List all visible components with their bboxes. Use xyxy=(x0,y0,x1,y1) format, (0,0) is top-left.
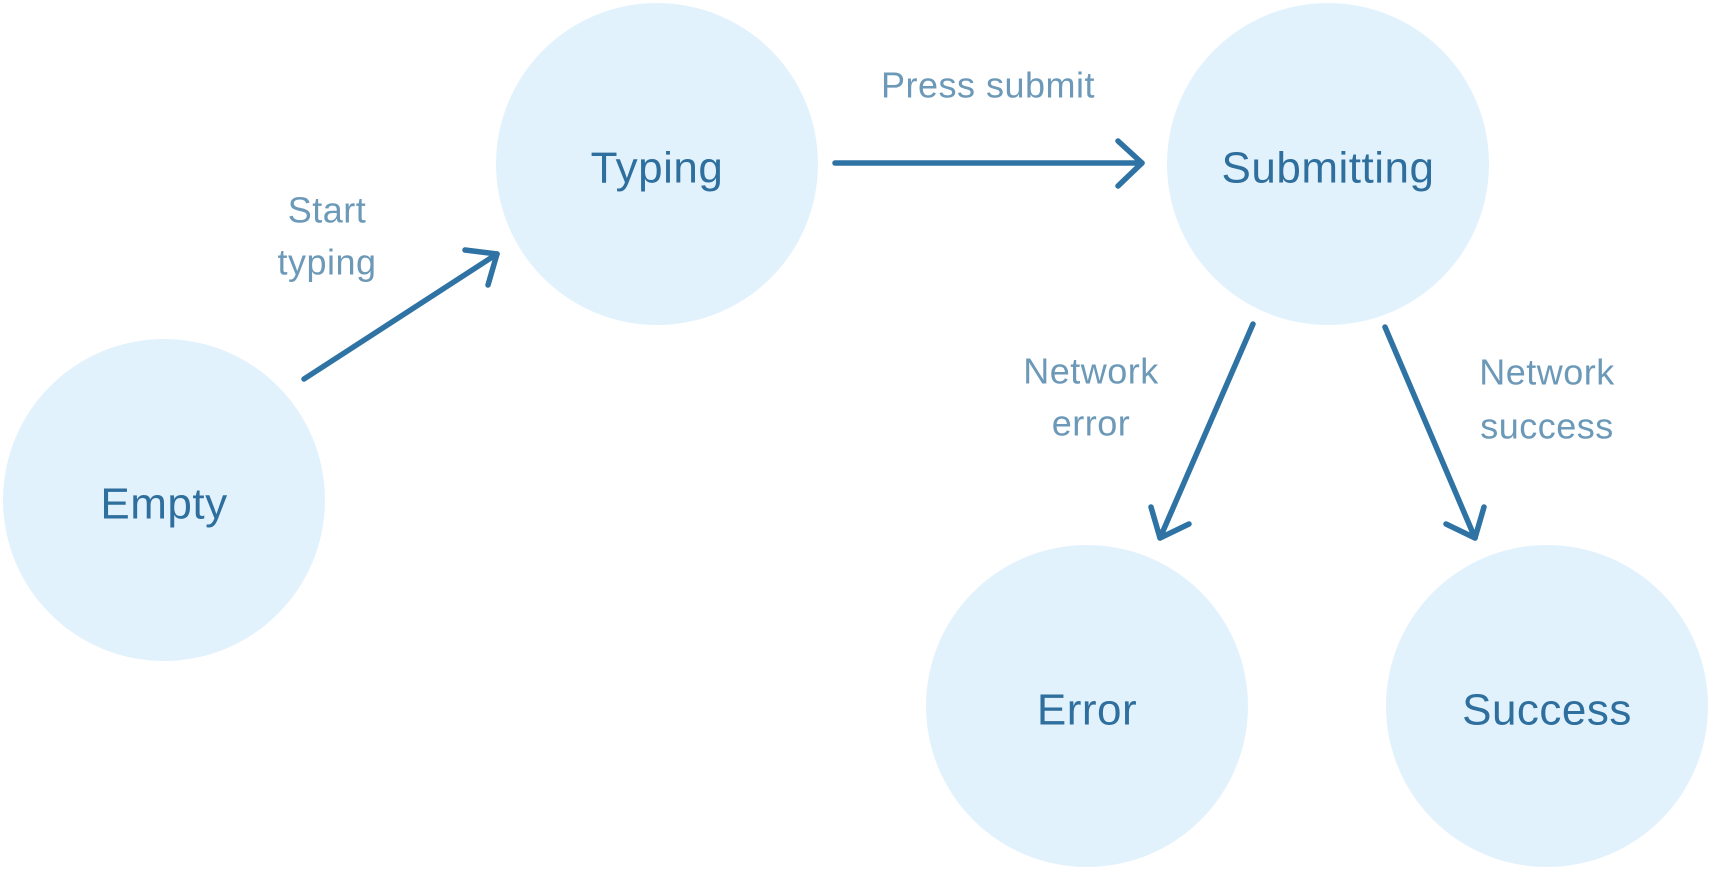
state-node-typing: Typing xyxy=(496,3,818,325)
edge-label-line: Network xyxy=(1479,352,1615,393)
state-node-submitting: Submitting xyxy=(1167,3,1489,325)
edge-empty-to-typing: Start typing xyxy=(277,190,500,382)
state-label-error: Error xyxy=(1037,686,1137,735)
state-node-success: Success xyxy=(1386,545,1708,867)
edge-label-line: Network xyxy=(1023,351,1159,392)
arrowhead-icon xyxy=(1148,504,1192,541)
arrow-shaft xyxy=(1382,324,1478,541)
state-circle-success xyxy=(1386,545,1708,867)
arrow-shaft xyxy=(301,251,500,382)
edge-submitting-to-error: Network error xyxy=(1023,321,1256,541)
state-circle-error xyxy=(926,545,1248,867)
edge-label-line: typing xyxy=(277,242,376,283)
arrow-shaft xyxy=(1157,321,1256,541)
edge-label-line: success xyxy=(1480,406,1614,447)
edge-typing-to-submitting: Press submit xyxy=(832,65,1145,189)
arrowhead-icon xyxy=(1115,138,1145,189)
state-circle-empty xyxy=(3,339,325,661)
state-node-error: Error xyxy=(926,545,1248,867)
edge-submitting-to-success: Network success xyxy=(1382,324,1615,541)
edge-label-line: error xyxy=(1052,403,1131,444)
state-label-submitting: Submitting xyxy=(1222,144,1435,193)
arrowhead-icon xyxy=(462,247,500,288)
state-circle-submitting xyxy=(1167,3,1489,325)
state-label-empty: Empty xyxy=(100,480,227,529)
edge-label-line: Press submit xyxy=(881,65,1095,106)
state-circle-typing xyxy=(496,3,818,325)
edge-label-line: Start xyxy=(288,190,367,231)
state-label-success: Success xyxy=(1462,686,1632,735)
state-label-typing: Typing xyxy=(591,144,724,193)
arrowhead-icon xyxy=(1443,504,1487,541)
state-node-empty: Empty xyxy=(3,339,325,661)
